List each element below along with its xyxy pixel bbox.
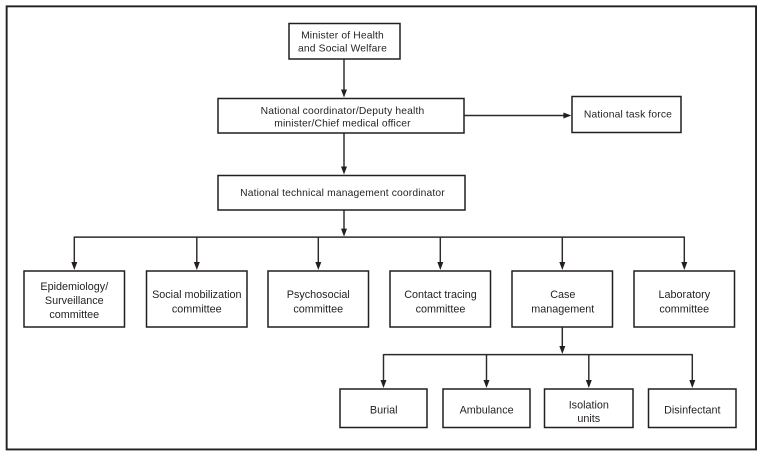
svg-text:National technical management: National technical management coordinato… [240,188,445,199]
svg-text:Ambulance: Ambulance [460,405,514,417]
svg-text:National coordinator/Deputy he: National coordinator/Deputy healthminist… [261,106,425,130]
svg-text:National task force: National task force [584,110,672,121]
svg-text:Burial: Burial [370,405,398,417]
svg-text:Disinfectant: Disinfectant [664,405,720,417]
